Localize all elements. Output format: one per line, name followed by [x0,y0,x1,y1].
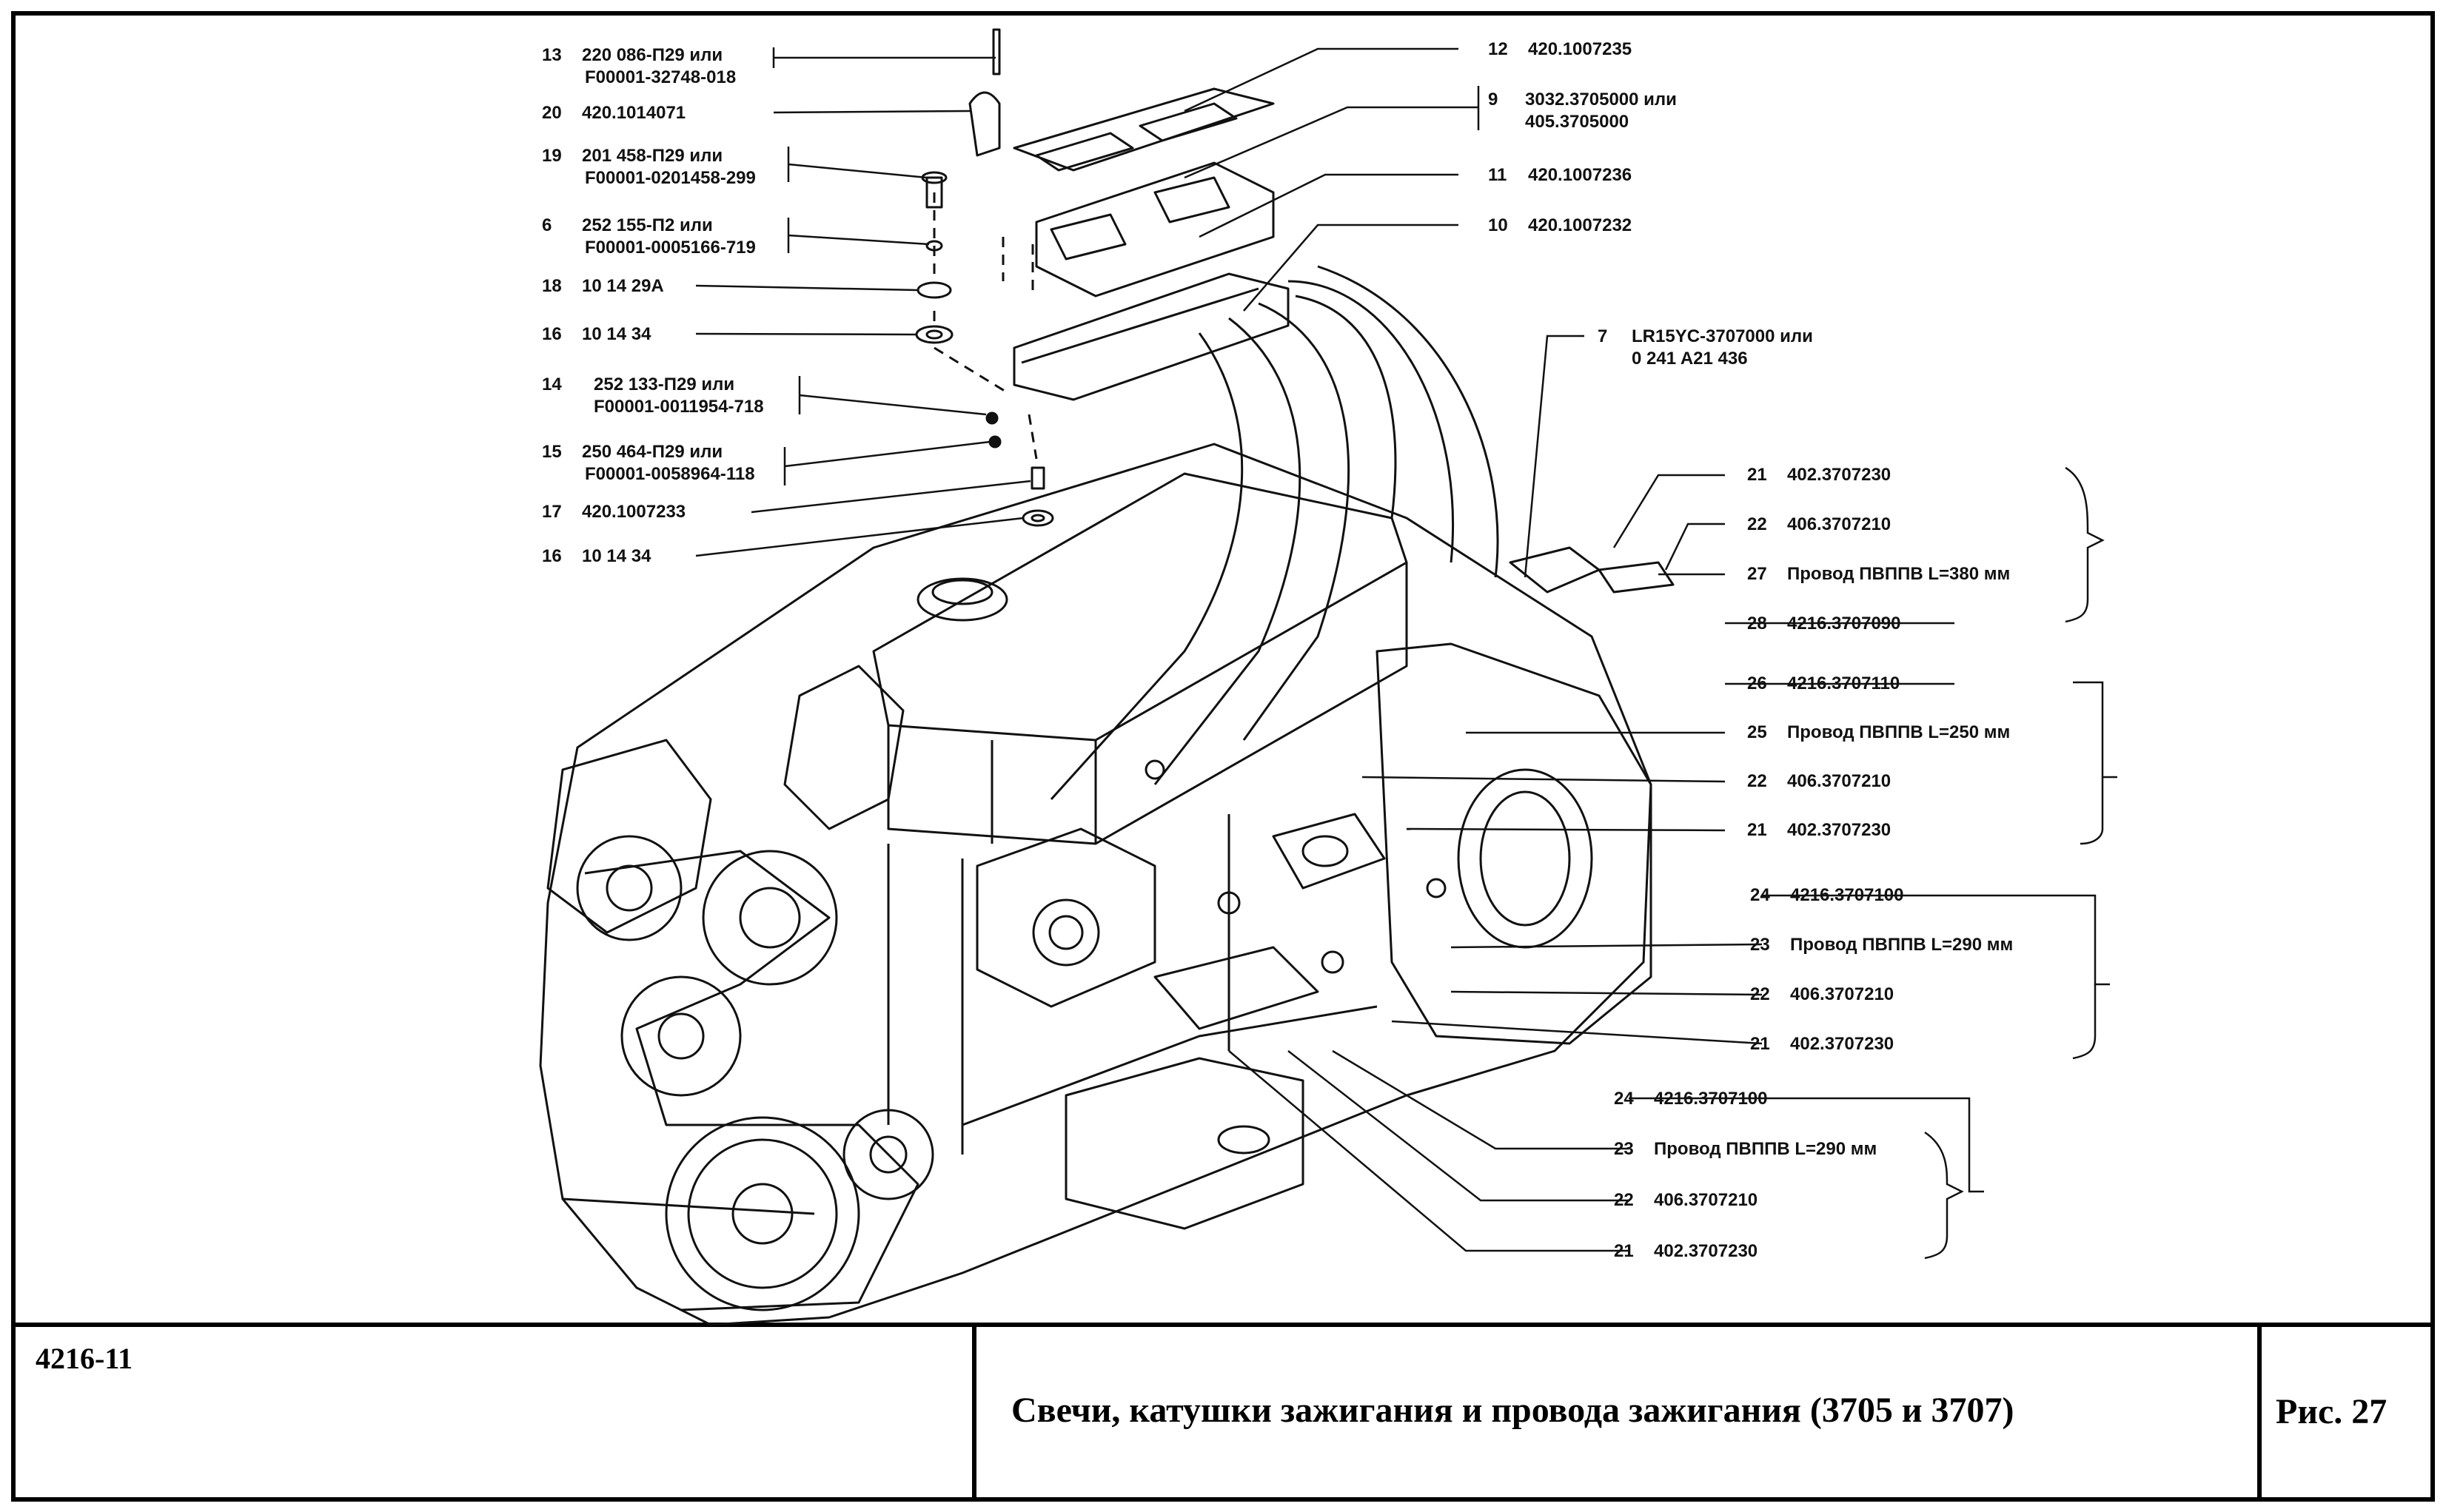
figure-number: Рис. 27 [2276,1392,2388,1431]
alternator-pulley [576,835,683,941]
document-code: 4216-11 [36,1342,133,1375]
ignition-coil [1035,161,1275,298]
bell-housing [1376,642,1652,1045]
document-title: Свечи, катушки зажигания и провода зажиг… [1011,1391,2014,1430]
alternator [546,739,712,934]
crankshaft-pulley [665,1116,860,1311]
coil-bracket [1013,272,1290,401]
pulley-mid [620,975,742,1097]
ignition-wire-2 [1242,302,1350,741]
drive-belt [584,850,919,1311]
water-pump-pulley [702,850,838,986]
coil-cover-plate [1013,87,1275,172]
ignition-wire-3 [1153,317,1301,785]
ignition-wire-1 [1287,280,1455,563]
ignition-wire-4 [1050,332,1244,801]
oil-filler-cap [917,577,1008,622]
